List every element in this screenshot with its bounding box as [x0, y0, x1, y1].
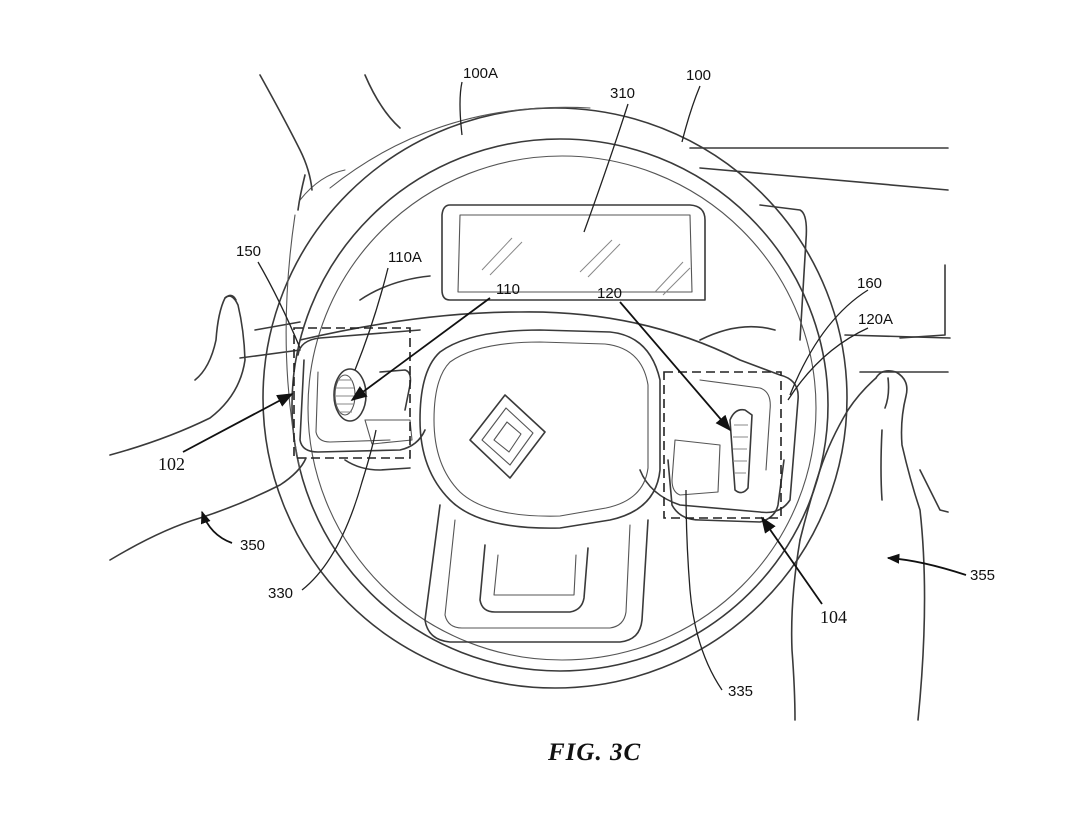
detail-box-104	[663, 371, 782, 519]
center-airbag-pad	[419, 329, 661, 529]
label-110A: 110A	[388, 249, 422, 266]
label-102: 102	[158, 454, 185, 474]
detail-box-102	[293, 327, 411, 459]
label-110: 110	[496, 281, 520, 298]
steering-wheel-rim	[262, 106, 848, 689]
label-355: 355	[970, 567, 995, 584]
reference-labels: 100A 100 310 150 110A 110 120 160 120A 1…	[158, 65, 995, 700]
detail-boxes	[293, 327, 782, 519]
label-100: 100	[686, 67, 711, 84]
label-104: 104	[820, 607, 847, 627]
label-160: 160	[857, 275, 882, 292]
steering-wheel-spokes	[297, 275, 799, 523]
right-hand	[790, 370, 926, 721]
right-scroll-control	[671, 408, 753, 496]
label-150: 150	[236, 243, 261, 260]
left-scroll-control	[333, 368, 413, 445]
instrument-display	[441, 204, 706, 301]
label-335: 335	[728, 683, 753, 700]
leader-lines	[182, 81, 967, 691]
figure-caption: FIG. 3C	[547, 739, 641, 766]
lower-spoke	[424, 504, 649, 643]
label-310: 310	[610, 85, 635, 102]
label-120A: 120A	[858, 311, 893, 328]
label-330: 330	[268, 585, 293, 602]
label-120: 120	[597, 285, 622, 302]
label-100A: 100A	[463, 65, 498, 82]
label-350: 350	[240, 537, 265, 554]
dashboard	[239, 147, 951, 513]
left-hand	[109, 74, 401, 561]
